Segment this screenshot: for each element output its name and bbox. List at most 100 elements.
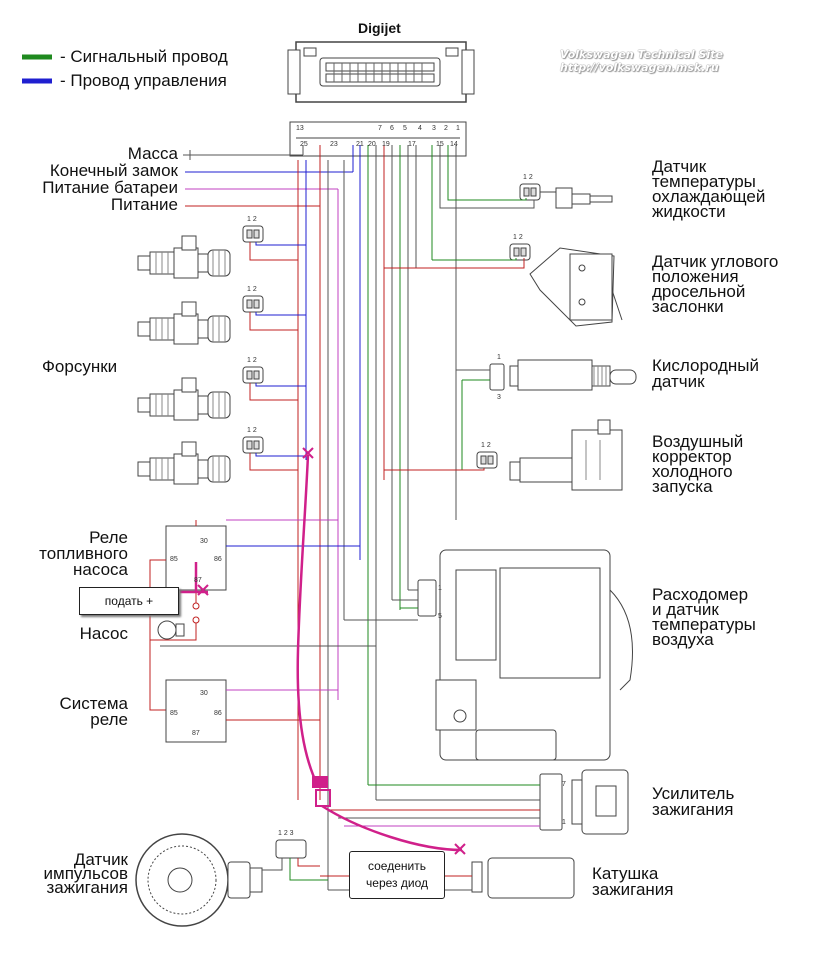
ignition-coil-icon (471, 857, 575, 899)
maf-sensor-icon (417, 549, 633, 761)
svg-text:1: 1 (438, 585, 442, 592)
injector-wires (249, 242, 306, 471)
injector-plug-3 (242, 366, 264, 384)
oxygen-pin-3: 3 (497, 394, 501, 401)
pin-bottom-21: 21 (356, 141, 364, 148)
injector-plug-4 (242, 436, 264, 454)
ecu-digijet-icon (287, 41, 475, 103)
pin-top-2: 2 (444, 125, 448, 132)
coolant-wire (447, 190, 527, 201)
supply-lines (183, 145, 354, 700)
label-coolant-4: жидкости (652, 202, 726, 221)
label-air-3: холодного (652, 462, 733, 481)
plug-label-inj2: 1 2 (247, 286, 257, 293)
label-maf-4: воздуха (652, 630, 714, 649)
pin-bottom-20: 20 (368, 141, 376, 148)
fuel-relay-85: 85 (170, 556, 178, 563)
page-title: Digijet (358, 20, 401, 36)
annotation-wire (180, 454, 463, 852)
label-fuel-relay-1: Реле (89, 528, 128, 547)
label-ign-sensor-1: Датчик (73, 850, 128, 869)
label-throttle-1: Датчик углового (652, 252, 779, 271)
plug-label-coolant: 1 2 (523, 174, 533, 181)
pin-top-7: 7 (378, 125, 382, 132)
svg-text:5: 5 (438, 613, 442, 620)
label-air-4: запуска (652, 477, 713, 496)
fuel-relay-86: 86 (214, 556, 222, 563)
pin-top-4: 4 (418, 125, 422, 132)
sys-relay-85: 85 (170, 710, 178, 717)
label-maf-3: температуры (652, 615, 756, 634)
diode-note-line1: соеденить (368, 859, 426, 873)
ecu-connector-strip (289, 121, 467, 157)
svg-text:7: 7 (562, 781, 566, 788)
system-relay-icon (165, 679, 227, 743)
sys-relay-87: 87 (192, 730, 200, 737)
injector-4-icon (137, 441, 231, 485)
coolant-sensor-icon (519, 183, 613, 209)
injector-plug-1 (242, 225, 264, 243)
plug-label-inj3: 1 2 (247, 357, 257, 364)
label-throttle-2: положения (652, 267, 739, 286)
label-ign-sensor-3: зажигания (46, 878, 129, 897)
pin-bottom-23: 23 (330, 141, 338, 148)
label-throttle-3: дросельной (652, 282, 746, 301)
label-zamok: Конечный замок (49, 161, 178, 180)
plug-label-ign: 1 2 3 (278, 830, 294, 837)
label-air-2: корректор (652, 447, 732, 466)
label-coil-1: Катушка (592, 864, 659, 883)
label-coolant-1: Датчик (652, 157, 707, 176)
label-fuel-relay-2: топливного (39, 544, 128, 563)
pin-bottom-17: 17 (408, 141, 416, 148)
plug-label-inj1: 1 2 (247, 216, 257, 223)
label-coil-2: зажигания (592, 880, 674, 899)
injector-3-icon (137, 377, 231, 421)
watermark-line1: Volkswagen Technical Site (560, 48, 723, 61)
label-maf-2: и датчик (652, 600, 719, 619)
label-injectors: Форсунки (42, 357, 118, 376)
throttle-wire (432, 258, 517, 261)
air-corrector-icon (476, 419, 623, 491)
label-maf-1: Расходомер (652, 585, 749, 604)
label-oxygen-1: Кислородный (652, 356, 760, 375)
label-coolant-2: температуры (652, 172, 756, 191)
label-sys-relay-2: реле (90, 710, 128, 729)
air-wire (384, 468, 485, 471)
label-power: Питание (110, 195, 178, 214)
label-amp-2: зажигания (652, 800, 734, 819)
plug-label-inj4: 1 2 (247, 427, 257, 434)
label-coolant-3: охлаждающей (652, 187, 766, 206)
bus-wires (297, 145, 457, 890)
label-fuel-relay-3: насоса (73, 560, 128, 579)
watermark: Volkswagen Technical Site http://volkswa… (560, 48, 723, 74)
injector-2-icon (137, 301, 231, 345)
pin-bottom-25: 25 (300, 141, 308, 148)
label-battery: Питание батареи (42, 178, 178, 197)
ignition-amp-icon (539, 769, 629, 835)
legend-control-label: - Провод управления (60, 71, 227, 90)
annotation-diode-icon (312, 776, 331, 807)
injector-plug-2 (242, 295, 264, 313)
label-amp-1: Усилитель (652, 784, 735, 803)
ign-sensor-plug (275, 839, 307, 859)
pin-top-13: 13 (296, 125, 304, 132)
ignition-sensor-icon (135, 833, 263, 927)
label-oxygen-2: датчик (652, 372, 705, 391)
pin-bottom-15: 15 (436, 141, 444, 148)
plug-label-throttle: 1 2 (513, 234, 523, 241)
fuel-relay-87: 87 (194, 577, 202, 584)
pin-top-3: 3 (432, 125, 436, 132)
annotation-x-marks (197, 447, 466, 855)
label-pump: Насос (79, 624, 128, 643)
diode-note: соеденить через диод (349, 851, 445, 899)
injector-1-icon (137, 235, 231, 279)
pin-bottom-19: 19 (382, 141, 390, 148)
pin-top-5: 5 (403, 125, 407, 132)
label-air-1: Воздушный (652, 432, 744, 451)
label-massa: Масса (127, 144, 178, 163)
diode-note-line2: через диод (366, 876, 428, 890)
label-throttle-4: заслонки (652, 297, 724, 316)
legend-signal-label: - Сигнальный провод (60, 47, 228, 66)
fuel-relay-30: 30 (200, 538, 208, 545)
